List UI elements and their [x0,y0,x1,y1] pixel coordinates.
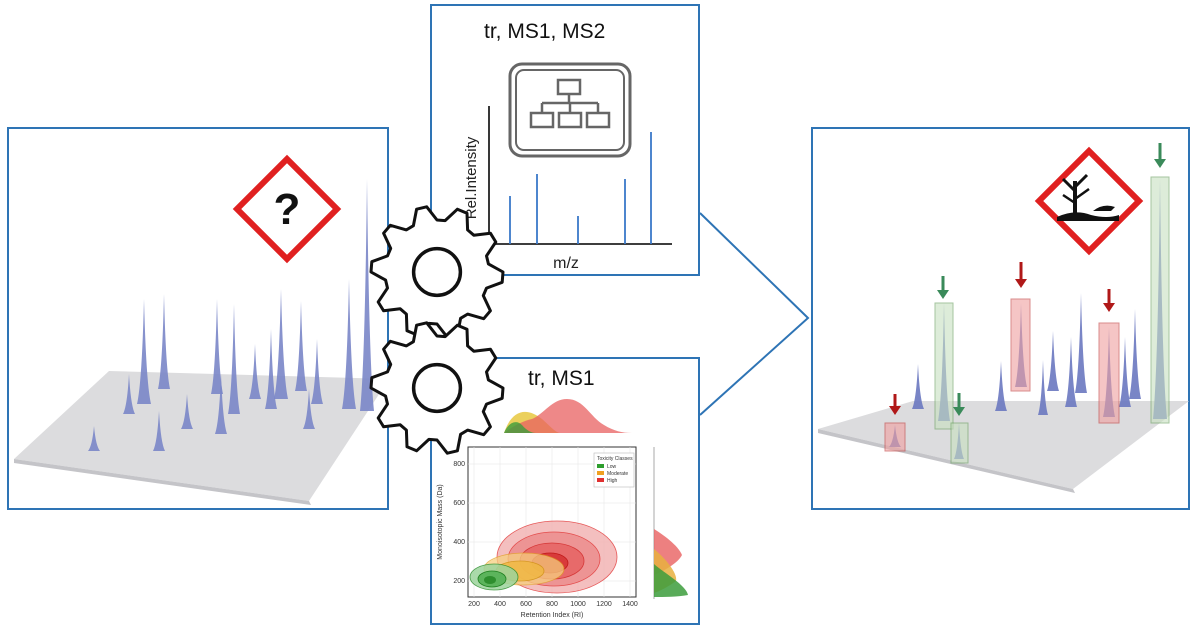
svg-text:Moderate: Moderate [607,471,628,477]
peak [342,279,356,409]
panel-title: tr, MS1 [528,367,595,390]
x-tick-labels: 200 400 600 800 1000 1200 1400 [468,601,638,608]
raw-data-panel: ? [7,127,389,510]
low-toxicity-contours [469,563,519,591]
x-tick-label: 1400 [622,601,638,608]
x-tick-label: 1200 [596,601,612,608]
x-axis-label: m/z [553,255,579,272]
peak [181,394,193,429]
peak [1075,293,1087,393]
environmental-hazard-icon [1034,146,1144,256]
annotated-result-panel [811,127,1190,510]
x-tick-label: 200 [468,601,480,608]
peak [137,299,151,404]
spectrum-peaks [509,132,652,244]
connector-arrow [699,212,810,416]
panel-title: tr, MS1, MS2 [484,20,606,43]
peak [1119,337,1131,407]
peak [1129,309,1141,399]
ms-spectrum: Rel.Intensity m/z [463,62,672,272]
baseline-plane [14,371,389,501]
y-axis-label: Monoisotopic Mass (Da) [437,484,444,559]
peak [123,374,135,414]
peak [249,344,261,399]
legend: Toxicity Classes Low Moderate High [593,452,635,488]
highlight-boxes [884,176,1170,464]
peak [912,364,924,409]
peak [158,294,170,389]
y-tick-labels: 200 400 600 800 [453,461,465,585]
peak [274,289,288,399]
peak [311,339,323,404]
ms2-panel: tr, MS1, MS2 Rel.Intensity m/z [430,4,700,276]
svg-text:Low: Low [607,464,617,470]
x-tick-label: 400 [494,601,506,608]
peak [995,361,1007,411]
hazard-diamond-unknown [232,154,342,264]
peak [1038,360,1048,415]
svg-text:Toxicity Classes: Toxicity Classes [597,456,633,462]
red-arrow-icon [1015,262,1027,288]
peak [228,304,240,414]
peak [360,179,374,411]
y-tick-label: 400 [453,539,465,546]
peak [295,301,307,391]
peak [1047,331,1059,391]
green-arrow-icon [1154,143,1166,168]
y-tick-label: 200 [453,578,465,585]
x-tick-label: 800 [546,601,558,608]
red-arrow-icon [889,394,901,415]
annotated-3d-chromatogram [818,143,1189,493]
svg-text:High: High [607,478,618,484]
toxicity-density-plot: Toxicity Classes Low Moderate High 200 40… [437,399,688,619]
right-marginal-density [653,447,688,599]
red-arrow-icon [1103,289,1115,312]
baseline-plane [818,401,1189,489]
peak [88,426,100,451]
peak [1065,337,1077,407]
top-marginal-density [504,399,632,433]
peak [303,389,315,429]
raw-3d-chromatogram: ? [14,154,389,505]
y-axis-label: Rel.Intensity [463,136,480,219]
ms1-panel: tr, MS1 [430,357,700,625]
peak [211,299,223,394]
hierarchy-diagram-icon [508,62,632,158]
green-arrow-icon [953,393,965,416]
y-tick-label: 800 [453,461,465,468]
y-tick-label: 600 [453,500,465,507]
x-axis-label: Retention Index (RI) [521,612,584,619]
green-arrow-icon [937,276,949,299]
peak [215,374,227,434]
x-tick-label: 600 [520,601,532,608]
x-tick-label: 1000 [570,601,586,608]
peak [153,411,165,451]
hazard-question-mark: ? [274,185,301,234]
peak [265,329,277,409]
marker-arrows [889,143,1166,416]
